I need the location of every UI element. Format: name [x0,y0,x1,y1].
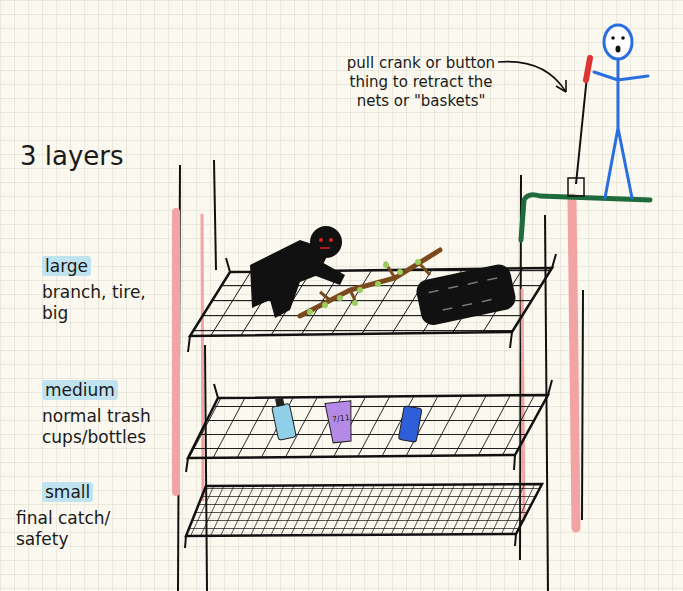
bottle [270,396,296,440]
layer-name: large [42,256,132,277]
annotation: pull crank or button thing to retract th… [335,54,507,110]
small-net [186,484,542,536]
crank [568,58,590,196]
leader-arrow [498,62,566,92]
face [611,36,625,52]
layer-note: normal trash cups/bottles [42,406,170,449]
branch [300,250,440,316]
heading-note: 3 layers [20,140,160,173]
crank-arm [521,195,650,240]
layer-note: branch, tire, big [42,282,162,325]
medium-net [188,395,548,458]
layer-name: small [42,482,132,503]
pink-side-rails [176,198,576,528]
can [398,406,422,443]
tire [414,262,517,327]
layer-note: final catch/ safety [16,508,166,551]
layer-name: medium [42,380,142,401]
cup [325,401,355,443]
person-on-net [250,226,345,318]
operator-figure [594,25,648,198]
